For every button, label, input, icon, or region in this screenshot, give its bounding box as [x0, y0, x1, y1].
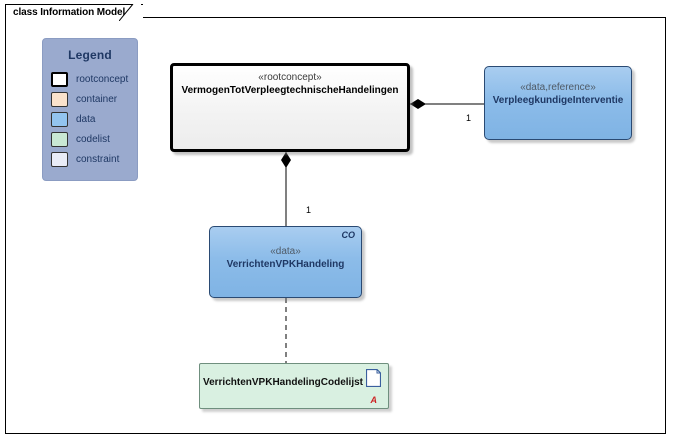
- class-name-reference: VerpleegkundigeInterventie: [492, 95, 624, 106]
- legend-panel: Legend rootconcept container data codeli…: [42, 38, 138, 181]
- multiplicity-data: 1: [306, 205, 312, 215]
- legend-swatch-container: [51, 91, 68, 107]
- legend-label-codelist: codelist: [76, 133, 110, 145]
- class-name-data: VerrichtenVPKHandeling: [226, 259, 345, 270]
- legend-item-codelist: codelist: [51, 129, 137, 149]
- legend-item-rootconcept: rootconcept: [51, 69, 137, 89]
- legend-title: Legend: [68, 48, 112, 62]
- legend-label-data: data: [76, 113, 96, 125]
- legend-item-constraint: constraint: [51, 149, 137, 169]
- composition-diamond-reference: [410, 99, 426, 109]
- class-badge-co: CO: [341, 230, 356, 240]
- class-stereotype-rootconcept: «rootconcept»: [258, 72, 322, 83]
- frame-tab-slant-icon: [119, 4, 141, 21]
- legend-label-rootconcept: rootconcept: [76, 73, 129, 85]
- multiplicity-reference: 1: [466, 113, 472, 123]
- codelist-marker-a: A: [370, 395, 378, 405]
- class-box-reference[interactable]: «data,reference» VerpleegkundigeInterven…: [484, 66, 632, 140]
- legend-swatch-constraint: [51, 151, 68, 167]
- class-stereotype-reference: «data,reference»: [520, 82, 596, 93]
- document-icon: A: [366, 369, 381, 387]
- legend-label-constraint: constraint: [76, 153, 120, 165]
- legend-item-list: rootconcept container data codelist cons…: [43, 69, 137, 169]
- class-stereotype-data: «data»: [270, 246, 301, 257]
- legend-swatch-codelist: [51, 131, 68, 147]
- class-box-rootconcept[interactable]: «rootconcept» VermogenTotVerpleegtechnis…: [170, 63, 410, 152]
- composition-diamond-data: [281, 152, 291, 168]
- class-box-data[interactable]: CO «data» VerrichtenVPKHandeling: [209, 226, 362, 298]
- class-name-rootconcept: VermogenTotVerpleegtechnischeHandelingen: [181, 85, 399, 96]
- class-box-codelist[interactable]: VerrichtenVPKHandelingCodelijst A A: [199, 363, 389, 409]
- legend-swatch-rootconcept: [51, 71, 68, 87]
- legend-item-container: container: [51, 89, 137, 109]
- diagram-title: class Information Model: [13, 7, 126, 18]
- legend-item-data: data: [51, 109, 137, 129]
- diagram-frame-tab: class Information Model: [5, 4, 144, 20]
- legend-label-container: container: [76, 93, 118, 105]
- class-name-codelist: VerrichtenVPKHandelingCodelijst: [202, 377, 364, 388]
- legend-swatch-data: [51, 111, 68, 127]
